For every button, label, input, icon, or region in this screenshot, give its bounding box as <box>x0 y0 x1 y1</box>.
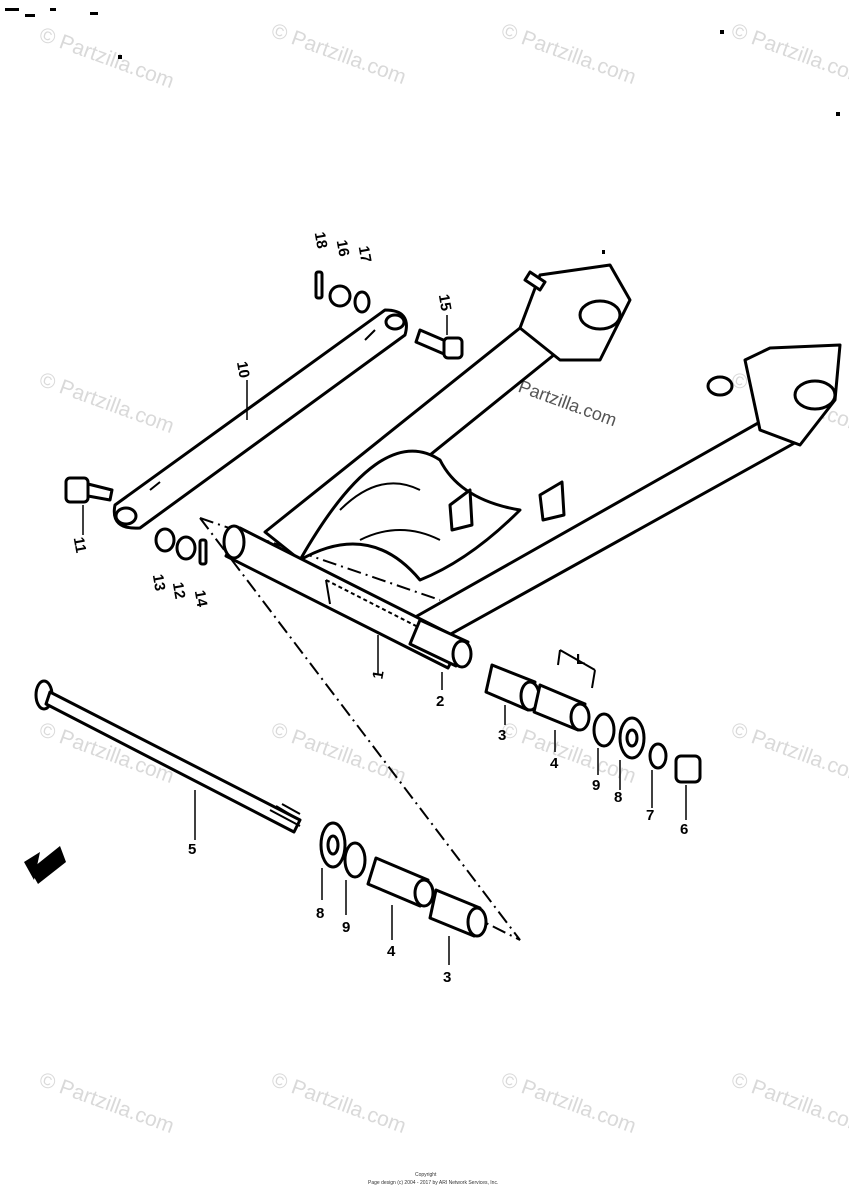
watermark: © Partzilla.com <box>36 368 177 438</box>
callout-13: 13 <box>149 573 169 592</box>
hardware-parts-16-17-18 <box>314 270 371 314</box>
right-side-hardware <box>484 663 702 784</box>
callout-2: 2 <box>436 693 444 710</box>
scan-specks <box>5 8 840 254</box>
callout-8: 8 <box>316 905 324 922</box>
callout-16: 16 <box>333 239 353 258</box>
bolt-part-11 <box>64 476 114 504</box>
callout-5: 5 <box>188 841 196 858</box>
dimension-marker-L <box>557 649 596 689</box>
callout-18: 18 <box>311 231 331 250</box>
left-side-hardware <box>319 821 488 938</box>
callout-9: 9 <box>592 777 600 794</box>
swing-arm-part-1 <box>222 263 842 670</box>
callout-8: 8 <box>614 789 622 806</box>
footer-copyright: Copyright <box>415 1172 437 1178</box>
callout-4: 4 <box>550 755 559 772</box>
watermark: © Partzilla.com <box>268 1068 409 1138</box>
callout-3: 3 <box>443 969 451 986</box>
watermark: © Partzilla.com <box>498 19 639 89</box>
pivot-sleeve-part-2 <box>408 618 473 669</box>
watermark: © Partzilla.com <box>728 1068 849 1138</box>
callout-1: 1 <box>369 669 387 680</box>
callout-7: 7 <box>646 807 654 824</box>
leader-lines <box>82 315 687 965</box>
footer-page-design: Page design (c) 2004 - 2017 by ARI Netwo… <box>368 1180 498 1186</box>
front-direction-arrow-icon <box>24 846 66 884</box>
callout-17: 17 <box>355 245 375 264</box>
callout-6: 6 <box>680 821 688 838</box>
callout-9: 9 <box>342 919 350 936</box>
watermark: © Partzilla.com <box>36 1068 177 1138</box>
callout-15: 15 <box>435 293 455 312</box>
callout-4: 4 <box>387 943 396 960</box>
watermark: © Partzilla.com <box>728 718 849 788</box>
callout-3: 3 <box>498 727 506 744</box>
watermark: © Partzilla.com <box>728 19 849 89</box>
watermark: © Partzilla.com <box>268 718 409 788</box>
watermark: © Partzilla.com <box>498 718 639 788</box>
watermark: © Partzilla.com <box>36 23 177 93</box>
callout-12: 12 <box>169 581 189 600</box>
watermark: © Partzilla.com <box>268 19 409 89</box>
bolt-part-15 <box>414 328 464 360</box>
callout-labels: 1 2 3 4 9 8 7 6 5 8 9 4 3 10 11 13 12 14… <box>70 231 689 986</box>
dimension-label: L <box>576 651 585 668</box>
watermark: © Partzilla.com <box>498 1068 639 1138</box>
pivot-axis-guide <box>199 517 521 941</box>
callout-14: 14 <box>191 589 211 609</box>
hardware-parts-12-13-14 <box>154 527 208 566</box>
pivot-shaft-part-5 <box>34 679 302 834</box>
callout-11: 11 <box>70 536 89 555</box>
callout-10: 10 <box>233 360 253 379</box>
torque-link-part-10 <box>112 308 408 530</box>
